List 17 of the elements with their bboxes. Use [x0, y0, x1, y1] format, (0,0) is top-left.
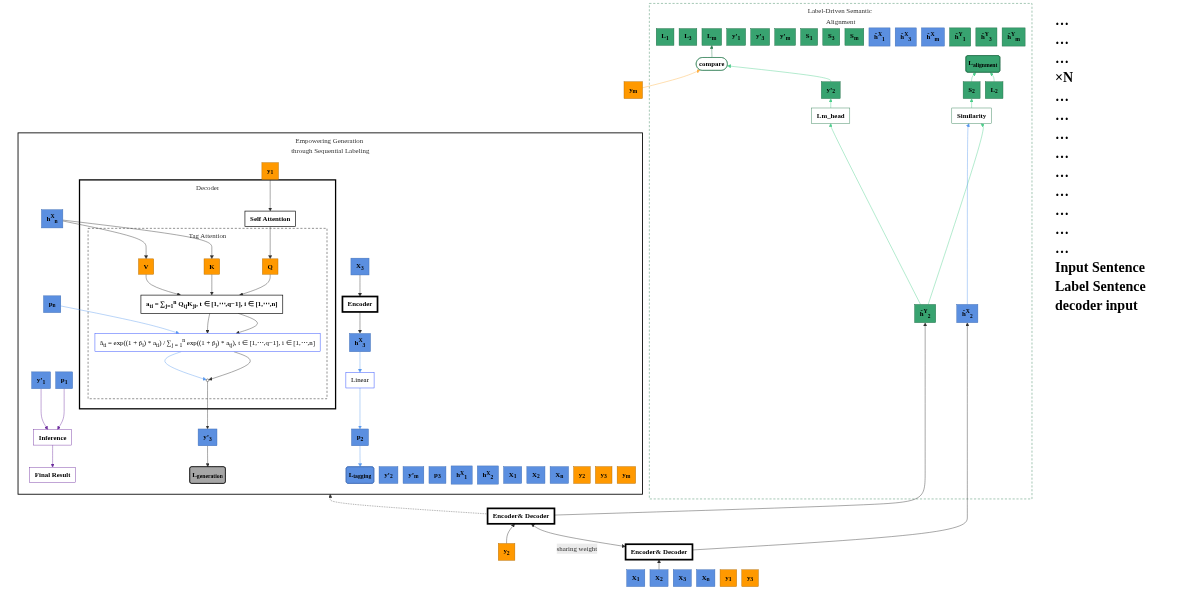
diagram-label: … — [1055, 203, 1070, 219]
diagram-label: … — [1055, 32, 1070, 48]
diagram-label: … — [1055, 241, 1070, 257]
diagram-label: Label Sentence — [1055, 279, 1147, 295]
diagram-label: … — [1055, 51, 1070, 67]
diagram-label: decoder input — [1055, 298, 1139, 314]
diagram-label: ×N — [1055, 70, 1075, 86]
diagram-label: Input Sentence — [1055, 260, 1146, 276]
diagram-label: … — [1055, 127, 1070, 143]
diagram-label: … — [1055, 13, 1070, 29]
diagram-label: … — [1055, 89, 1070, 105]
node-circle — [206, 378, 210, 382]
diagram-label: … — [1055, 165, 1070, 181]
diagram-label: … — [1055, 146, 1070, 162]
diagram-label: … — [1055, 222, 1070, 238]
diagram-label: … — [1055, 184, 1070, 200]
diagram-label: … — [1055, 108, 1070, 124]
